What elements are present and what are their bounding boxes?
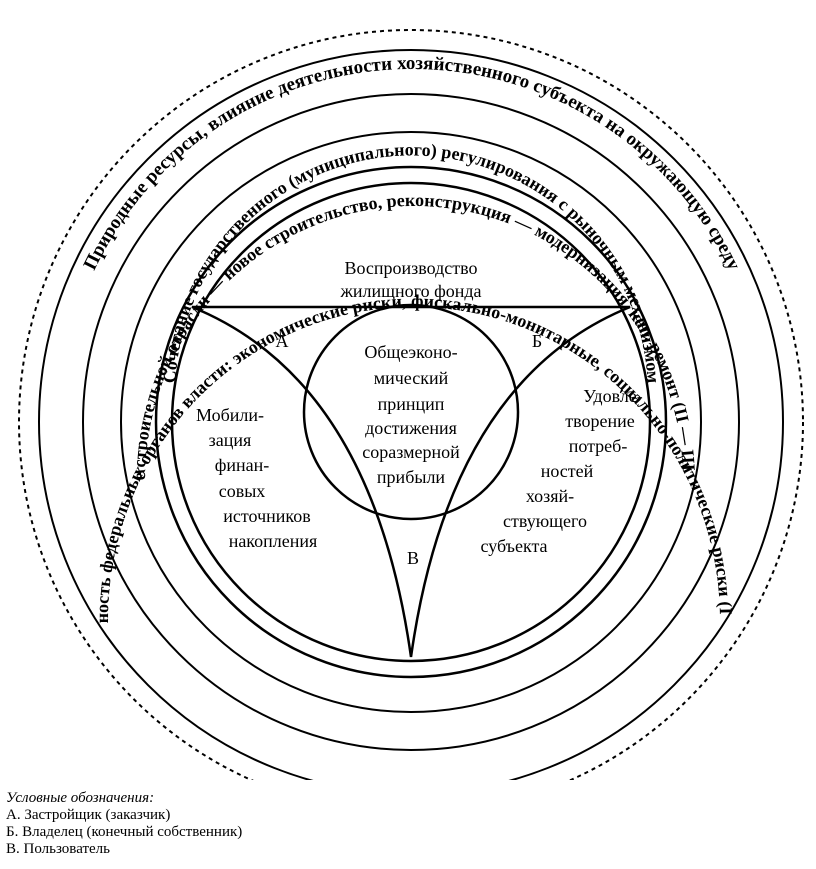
vertex-a-label: А — [276, 331, 289, 351]
center-line: принцип — [378, 394, 445, 414]
ring-2 — [82, 93, 740, 751]
right-line: ностей — [541, 461, 594, 481]
right-line: творение — [565, 411, 635, 431]
top-label-line1: Воспроизводство — [344, 258, 477, 278]
right-text: Удовле- творение потреб- ностей хозяй- с… — [480, 386, 642, 556]
left-line: источников — [223, 506, 310, 526]
outer-ring-label: Природные ресурсы, влияние деятельности … — [80, 53, 745, 274]
left-text: Мобили- зация финан- совых источников на… — [196, 405, 317, 551]
left-line: Мобили- — [196, 405, 264, 425]
center-circle — [302, 303, 520, 521]
legend-item: В. Пользователь — [6, 841, 110, 857]
right-line: Удовле- — [583, 386, 643, 406]
left-line: финан- — [215, 455, 270, 475]
legend: Условные обозначения: А. Застройщик (зак… — [6, 790, 242, 858]
center-text: Общеэконо- мический принцип достижения с… — [362, 342, 460, 487]
inner-ring — [170, 181, 652, 663]
vertex-b-label: Б — [532, 331, 542, 351]
ring-4 — [154, 165, 668, 679]
ring-1 — [38, 49, 784, 780]
left-line: совых — [219, 481, 266, 501]
outer-ring-dashed — [18, 29, 804, 780]
legend-item: Б. Владелец (конечный собственник) — [6, 824, 243, 840]
ring-3 — [120, 131, 702, 713]
concentric-diagram: Природные ресурсы, влияние деятельности … — [0, 0, 804, 780]
legend-title: Условные обозначения: — [6, 790, 155, 806]
top-label-line2: жилищного фонда — [339, 281, 481, 301]
center-line: соразмерной — [362, 442, 460, 462]
legend-item: А. Застройщик (заказчик) — [6, 807, 171, 823]
right-line: потреб- — [569, 436, 628, 456]
left-line: накопления — [229, 531, 318, 551]
right-line: субъекта — [480, 536, 547, 556]
center-line: Общеэконо- — [364, 342, 457, 362]
center-line: достижения — [365, 418, 457, 438]
center-line: прибыли — [377, 467, 446, 487]
center-line: мический — [374, 368, 449, 388]
curved-triangle — [191, 305, 631, 658]
right-line: ствующего — [503, 511, 587, 531]
left-line: зация — [209, 430, 252, 450]
vertex-v-label: В — [407, 548, 419, 568]
right-line: хозяй- — [526, 486, 574, 506]
